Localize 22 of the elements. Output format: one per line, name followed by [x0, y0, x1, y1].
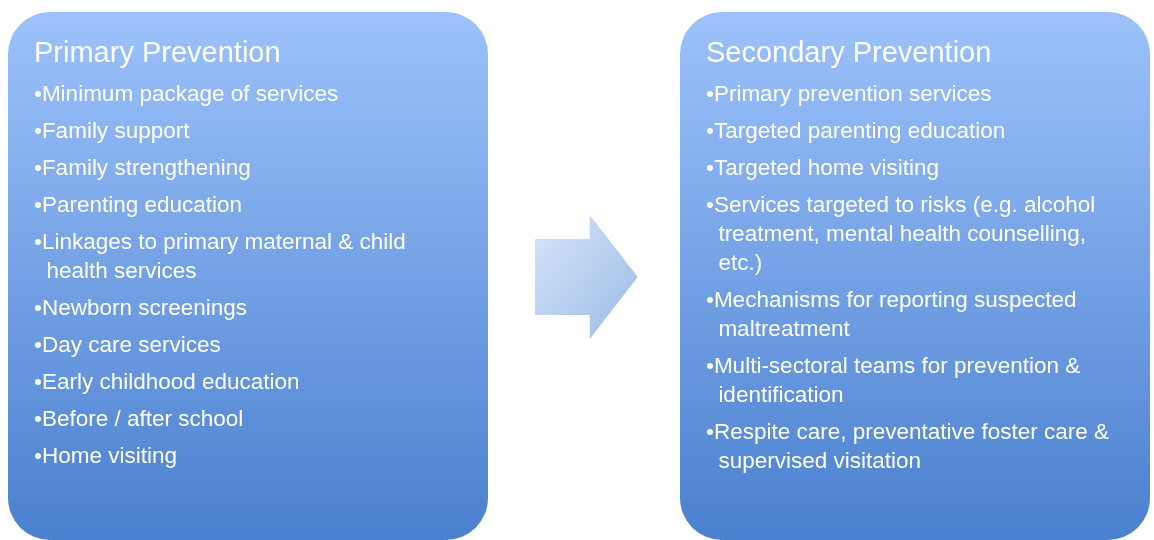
- block-arrow: [535, 215, 638, 339]
- list-item: •Targeted parenting education: [706, 117, 1007, 145]
- list-item: •Home visiting: [34, 442, 178, 470]
- list-item: •Day care services: [34, 331, 222, 359]
- box-heading: Primary Prevention: [34, 36, 282, 69]
- list-item: •Minimum package of services: [34, 80, 340, 108]
- list-item: •Mechanisms for reporting suspected maltreatment: [706, 286, 1078, 343]
- list-item: •Before / after school: [34, 405, 245, 433]
- process-box: [680, 12, 1150, 540]
- list-item: •Linkages to primary maternal & child health services: [34, 228, 407, 285]
- list-item: •Family strengthening: [34, 154, 252, 182]
- list-item: •Primary prevention services: [706, 80, 993, 108]
- list-item: •Parenting education: [34, 191, 244, 219]
- list-item: •Multi-sectoral teams for prevention & identification: [706, 352, 1082, 409]
- list-item: •Family support: [34, 117, 191, 145]
- process-box: [8, 12, 488, 540]
- list-item: •Services targeted to risks (e.g. alcohol treatment, mental health counselling, etc.): [706, 191, 1097, 277]
- list-item: •Respite care, preventative foster care & supervised visitation: [706, 418, 1111, 475]
- list-item: •Early childhood education: [34, 368, 301, 396]
- list-item: •Newborn screenings: [34, 294, 248, 322]
- list-item: •Targeted home visiting: [706, 154, 940, 182]
- box-heading: Secondary Prevention: [706, 36, 993, 69]
